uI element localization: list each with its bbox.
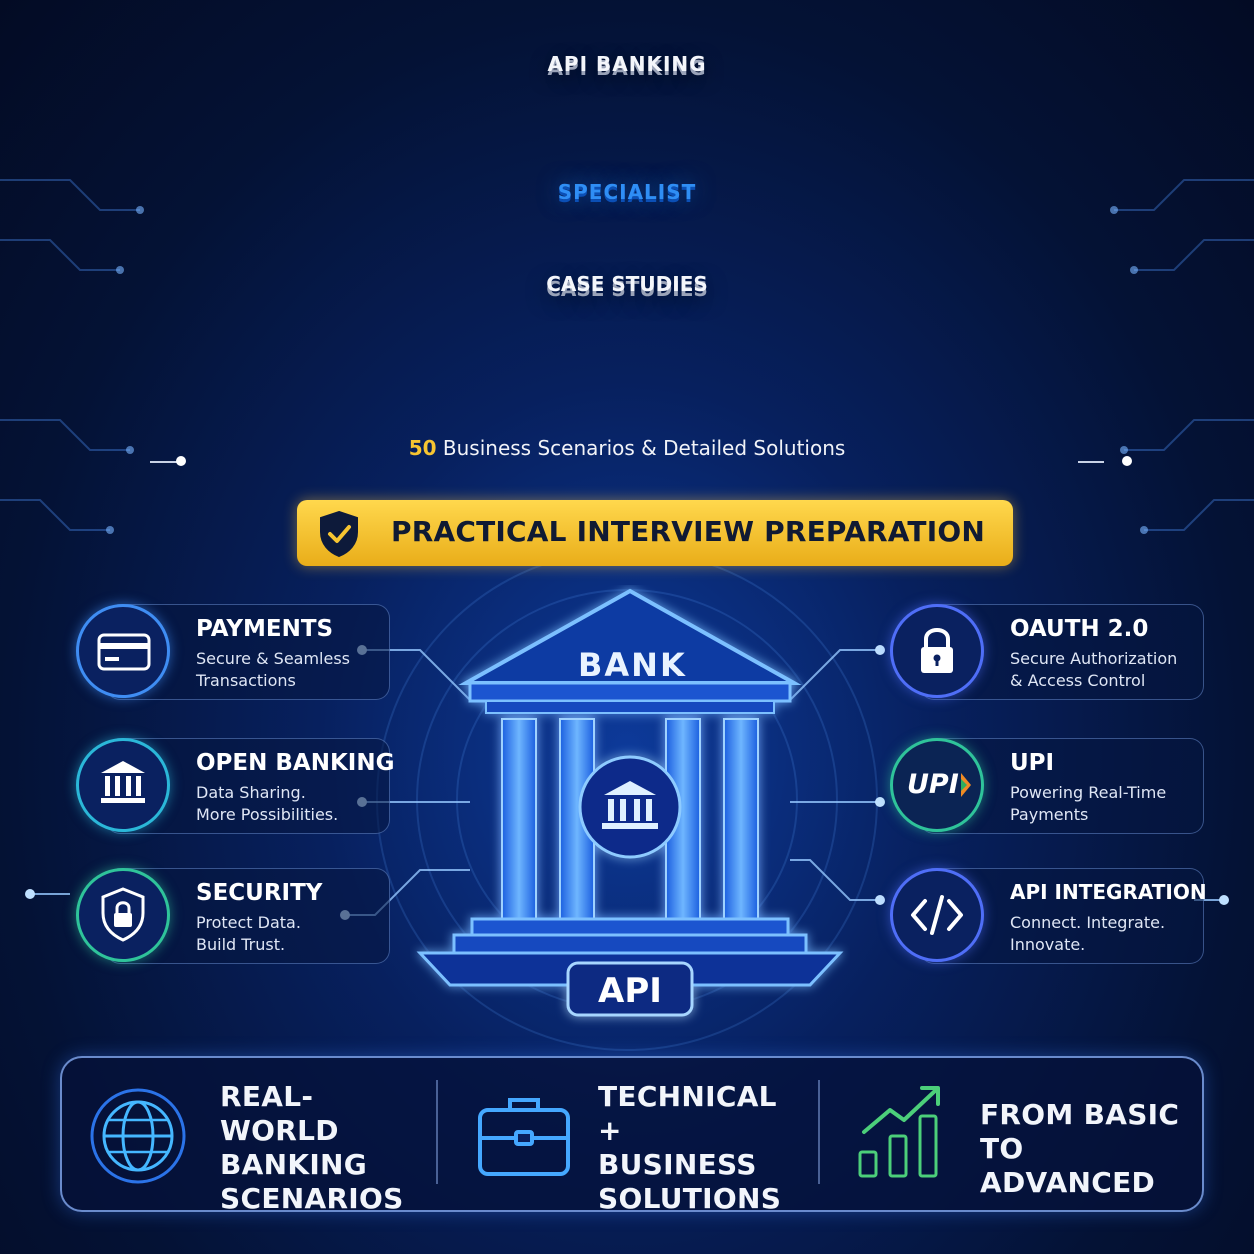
feature-open-banking: OPEN BANKING Data Sharing. More Possibil… — [76, 738, 416, 834]
title-line-1: API BANKING — [547, 52, 707, 76]
shield-lock-icon — [101, 887, 145, 942]
subtitle-dot-left — [176, 456, 186, 466]
feature-badge — [76, 868, 170, 962]
upi-arrow-icon — [961, 773, 971, 797]
api-label: API — [598, 971, 662, 1011]
subtitle-dot-right — [1122, 456, 1132, 466]
feature-badge — [890, 868, 984, 962]
code-icon — [911, 895, 963, 935]
feature-title: SECURITY — [196, 880, 323, 906]
feature-title: API INTEGRATION — [1010, 880, 1207, 904]
feature-payments: PAYMENTS Secure & Seamless Transactions — [76, 604, 416, 700]
bank-building-illustration — [416, 588, 844, 1017]
bottom-item-technical-business: TECHNICAL + BUSINESS SOLUTIONS — [476, 1080, 806, 1215]
feature-badge — [76, 738, 170, 832]
feature-title: OPEN BANKING — [196, 750, 395, 776]
shield-check-icon — [320, 510, 358, 558]
bank-icon — [101, 761, 145, 803]
feature-title: UPI — [1010, 750, 1055, 776]
feature-title: PAYMENTS — [196, 616, 334, 642]
bottom-panel — [60, 1056, 1204, 1212]
feature-description: Connect. Integrate. Innovate. — [1010, 913, 1166, 954]
feature-security: SECURITY Protect Data. Build Trust. — [76, 868, 416, 964]
subtitle-text: Business Scenarios & Detailed Solutions — [436, 436, 846, 460]
subtitle-rule-right — [1078, 461, 1104, 463]
briefcase-icon — [478, 1098, 570, 1176]
padlock-icon — [921, 628, 953, 673]
title-line-2: SPECIALIST — [557, 180, 697, 204]
bottom-label: REAL-WORLD BANKING SCENARIOS — [220, 1080, 404, 1215]
feature-title: OAUTH 2.0 — [1010, 616, 1149, 642]
subtitle-number: 50 — [408, 436, 437, 460]
bank-label: BANK — [578, 646, 687, 684]
feature-description: Protect Data. Build Trust. — [196, 913, 301, 954]
title-line-3: CASE STUDIES — [546, 272, 708, 296]
feature-description: Secure Authorization & Access Control — [1010, 649, 1178, 690]
subtitle-rule-left — [150, 461, 180, 463]
feature-description: Secure & Seamless Transactions — [196, 649, 351, 690]
feature-badge — [76, 604, 170, 698]
bottom-label: TECHNICAL + BUSINESS SOLUTIONS — [598, 1080, 782, 1215]
credit-card-icon — [97, 633, 151, 671]
bottom-item-real-world: REAL-WORLD BANKING SCENARIOS — [88, 1080, 428, 1215]
feature-description: Powering Real-Time Payments — [1010, 783, 1167, 824]
bottom-separator — [818, 1080, 820, 1184]
interview-prep-banner: PRACTICAL INTERVIEW PREPARATION — [297, 500, 1013, 566]
feature-badge — [890, 604, 984, 698]
feature-oauth: OAUTH 2.0 Secure Authorization & Access … — [890, 604, 1230, 700]
feature-upi: UPI UPI Powering Real-Time Payments — [890, 738, 1230, 834]
upi-logo: UPI — [907, 769, 959, 800]
growth-chart-icon — [858, 1086, 940, 1178]
feature-badge: UPI — [890, 738, 984, 832]
bottom-item-basic-advanced: FROM BASIC TO ADVANCED — [856, 1080, 1186, 1199]
feature-api-integration: API INTEGRATION Connect. Integrate. Inno… — [890, 868, 1230, 964]
banner-label: PRACTICAL INTERVIEW PREPARATION — [391, 515, 985, 548]
bottom-label: FROM BASIC TO ADVANCED — [980, 1098, 1180, 1199]
feature-description: Data Sharing. More Possibilities. — [196, 783, 339, 824]
subtitle: 50 Business Scenarios & Detailed Solutio… — [0, 436, 1254, 460]
bottom-separator — [436, 1080, 438, 1184]
globe-icon — [90, 1088, 186, 1184]
